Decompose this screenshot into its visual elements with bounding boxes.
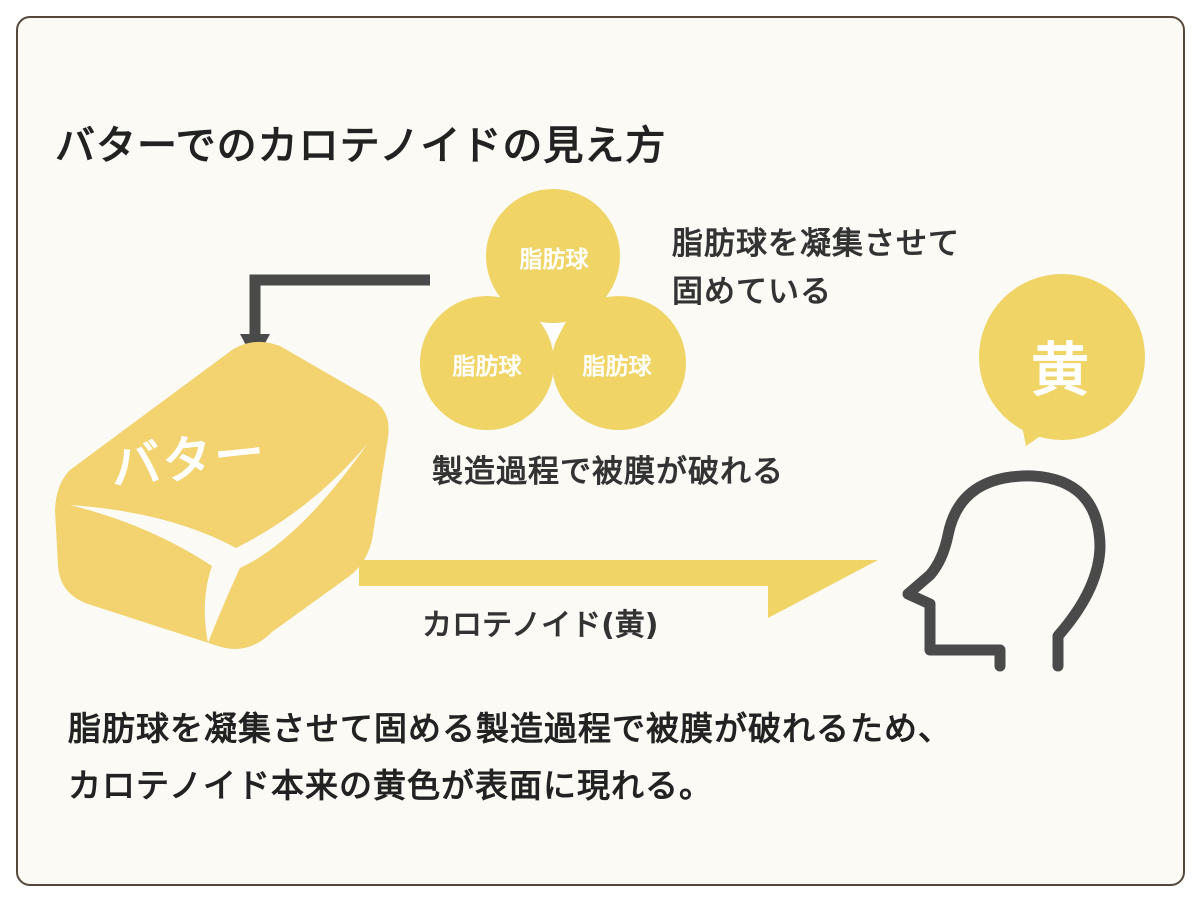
page-title: バターでのカロテノイドの見え方 [55,123,667,169]
globule-gap-marker [543,323,565,345]
fat-globule-right [552,296,686,430]
summary-line: 脂肪球を凝集させて固める製造過程で被膜が破れるため、 [68,709,952,748]
aggregation-note-line: 脂肪球を凝集させて [672,226,960,262]
right-arrow-icon [359,560,878,618]
fat-globule-label: 脂肪球 [582,354,652,380]
aggregation-note-line: 固めている [672,274,832,310]
fat-globule-label: 脂肪球 [452,354,522,380]
human-head-icon [902,470,1106,672]
summary-line: カロテノイド本来の黄色が表面に現れる。 [68,766,714,805]
speech-bubble-icon [979,274,1145,446]
carotenoid-flow-label: カロテノイド(黄) [422,608,659,643]
butter-block-icon [55,341,389,649]
summary-text: 脂肪球を凝集させて固める製造過程で被膜が破れるため、 カロテノイド本来の黄色が表… [68,700,952,814]
aggregation-note: 脂肪球を凝集させて 固めている [672,220,960,316]
fat-globule-label: 脂肪球 [519,247,589,273]
membrane-note: 製造過程で被膜が破れる [432,454,784,490]
fat-globule-left [420,296,554,430]
speech-bubble-label: 黄 [1030,336,1089,404]
fat-globule-top [486,189,620,323]
